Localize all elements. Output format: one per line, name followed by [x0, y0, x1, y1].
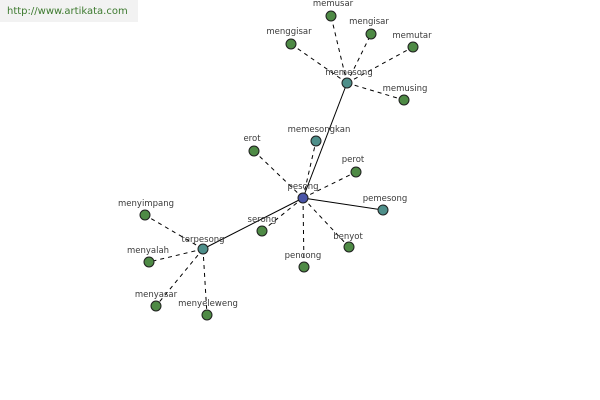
edge-pesong-serong: [261, 197, 304, 232]
node-menyeleweng[interactable]: menyeleweng: [178, 299, 238, 321]
node-circle-pesong[interactable]: [297, 192, 309, 204]
node-circle-memesong[interactable]: [341, 77, 353, 89]
edge-pesong-memesongkan: [302, 140, 317, 199]
node-memusar[interactable]: memusar: [313, 0, 354, 22]
edge-pesong-erot: [253, 150, 304, 199]
node-terpesong[interactable]: terpesong: [181, 235, 225, 255]
node-circle-erot[interactable]: [248, 145, 260, 157]
node-label-pencong: pencong: [285, 251, 322, 261]
node-pesong[interactable]: pesong: [287, 182, 319, 204]
node-label-menyimpang: menyimpang: [118, 199, 174, 209]
node-label-perot: perot: [342, 155, 365, 165]
edge-pesong-benyot: [302, 197, 350, 248]
edge-memesong-mengisar: [346, 33, 372, 84]
edge-memesong-memusing: [346, 82, 405, 101]
node-label-serong: serong: [248, 215, 277, 225]
edge-terpesong-menyimpang: [144, 214, 204, 250]
node-label-pesong: pesong: [287, 182, 318, 192]
node-memesong[interactable]: memesong: [325, 68, 373, 89]
node-label-memusar: memusar: [313, 0, 354, 9]
node-label-memesongkan: memesongkan: [288, 125, 351, 135]
node-erot[interactable]: erot: [243, 134, 261, 157]
node-circle-menyeleweng[interactable]: [201, 309, 213, 321]
node-memesongkan[interactable]: memesongkan: [288, 125, 351, 147]
edge-memesong-menggisar: [290, 43, 348, 84]
node-label-mengisar: mengisar: [349, 17, 389, 27]
node-circle-memutar[interactable]: [407, 41, 419, 53]
node-serong[interactable]: serong: [248, 215, 277, 237]
node-circle-pencong[interactable]: [298, 261, 310, 273]
node-circle-perot[interactable]: [350, 166, 362, 178]
site-url-link[interactable]: http://www.artikata.com: [7, 5, 128, 17]
node-circle-benyot[interactable]: [343, 241, 355, 253]
site-badge: http://www.artikata.com: [0, 0, 138, 22]
node-circle-mengisar[interactable]: [365, 28, 377, 40]
edge-pesong-pemesong: [302, 197, 384, 211]
node-label-terpesong: terpesong: [181, 235, 224, 245]
node-label-menyalah: menyalah: [127, 246, 169, 256]
node-label-erot: erot: [243, 134, 261, 144]
edge-pesong-terpesong: [202, 197, 304, 250]
node-menyasar[interactable]: menyasar: [135, 290, 178, 312]
node-circle-menyimpang[interactable]: [139, 209, 151, 221]
node-mengisar[interactable]: mengisar: [349, 17, 389, 40]
node-circle-serong[interactable]: [256, 225, 268, 237]
edges-layer: [144, 15, 414, 316]
node-pencong[interactable]: pencong: [285, 251, 322, 273]
edge-memesong-memusar: [330, 15, 348, 84]
node-benyot[interactable]: benyot: [333, 232, 363, 253]
edge-terpesong-menyeleweng: [202, 248, 208, 316]
node-memutar[interactable]: memutar: [392, 31, 432, 53]
node-pemesong[interactable]: pemesong: [363, 194, 408, 216]
node-circle-memusing[interactable]: [398, 94, 410, 106]
node-label-menyasar: menyasar: [135, 290, 178, 300]
node-label-benyot: benyot: [333, 232, 363, 242]
edge-pesong-pencong: [302, 197, 305, 268]
node-menggisar[interactable]: menggisar: [266, 27, 312, 50]
node-circle-menyalah[interactable]: [143, 256, 155, 268]
node-label-menggisar: menggisar: [266, 27, 312, 37]
node-circle-menyasar[interactable]: [150, 300, 162, 312]
node-label-memutar: memutar: [392, 31, 432, 41]
node-circle-menggisar[interactable]: [285, 38, 297, 50]
node-label-menyeleweng: menyeleweng: [178, 299, 238, 309]
node-circle-memusar[interactable]: [325, 10, 337, 22]
edge-pesong-memesong: [302, 82, 348, 199]
node-memusing[interactable]: memusing: [383, 84, 428, 106]
nodes-layer: pesong memesong terpesong pemesong memesongk…: [118, 0, 432, 321]
node-menyimpang[interactable]: menyimpang: [118, 199, 174, 221]
node-label-pemesong: pemesong: [363, 194, 408, 204]
node-label-memusing: memusing: [383, 84, 428, 94]
node-circle-pemesong[interactable]: [377, 204, 389, 216]
edge-terpesong-menyalah: [148, 248, 204, 263]
node-circle-terpesong[interactable]: [197, 243, 209, 255]
node-perot[interactable]: perot: [342, 155, 365, 178]
node-menyalah[interactable]: menyalah: [127, 246, 169, 268]
node-circle-memesongkan[interactable]: [310, 135, 322, 147]
edge-pesong-perot: [302, 171, 357, 199]
node-label-memesong: memesong: [325, 68, 372, 78]
